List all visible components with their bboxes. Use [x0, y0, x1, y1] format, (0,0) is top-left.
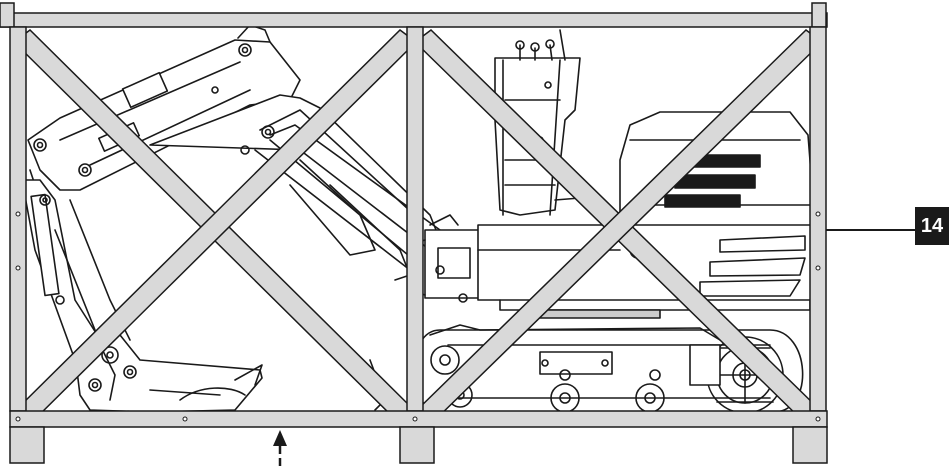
circle-icon	[15, 416, 21, 422]
circle-icon	[15, 265, 21, 271]
right-post	[809, 26, 827, 412]
dipper-arm	[21, 179, 131, 371]
pallet-foot-right	[792, 426, 828, 464]
left-post	[9, 26, 27, 412]
circle-icon	[15, 211, 21, 217]
callout-label-14: 14	[915, 207, 949, 245]
circle-icon	[815, 211, 821, 217]
circle-icon	[182, 416, 188, 422]
right-panel-braces	[413, 29, 824, 425]
top-rail	[0, 12, 828, 28]
bucket	[74, 334, 386, 413]
pallet-foot-left	[9, 426, 45, 464]
circle-icon	[815, 416, 821, 422]
top-left-post-cap	[0, 2, 15, 28]
bottom-rail	[9, 410, 828, 428]
circle-icon	[815, 265, 821, 271]
pallet-foot-center	[399, 426, 435, 464]
arrow-up-icon	[273, 430, 287, 466]
top-right-post-cap	[811, 2, 827, 28]
screw-holes	[15, 211, 821, 422]
crate-frame	[0, 2, 828, 464]
boom-arm	[27, 24, 301, 301]
dozer-blade	[409, 214, 481, 303]
center-post	[406, 26, 424, 412]
circle-icon	[412, 416, 418, 422]
